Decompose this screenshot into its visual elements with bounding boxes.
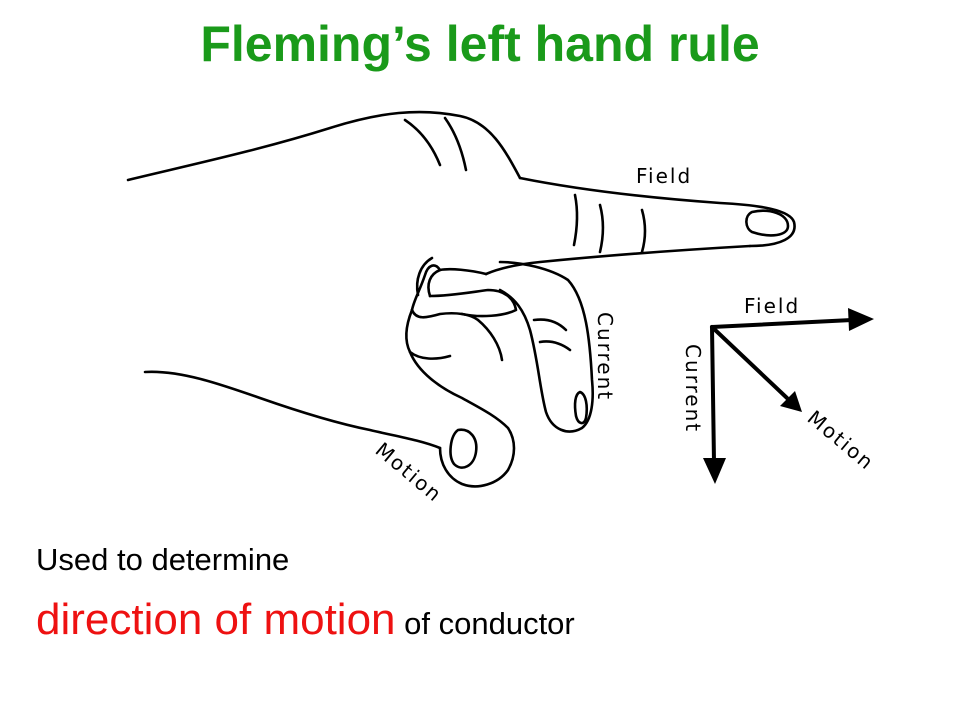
field-arrowhead-icon <box>848 308 874 331</box>
hand-illustration <box>126 110 796 488</box>
current-axis-line <box>710 325 716 464</box>
caption-line2: direction of motion of conductor <box>36 590 575 660</box>
caption-line1: Used to determine <box>36 542 290 577</box>
axes-diagram <box>703 308 874 484</box>
axes-label-current: Current <box>681 344 705 433</box>
hand-label-motion: Motion <box>371 437 448 507</box>
axes-label-field: Field <box>744 294 800 318</box>
caption-rest: of conductor <box>395 606 575 641</box>
hand-label-field: Field <box>636 164 692 188</box>
motion-arrowhead-icon <box>780 391 802 412</box>
current-arrowhead-icon <box>703 458 726 484</box>
motion-axis-line <box>710 325 789 400</box>
axes-label-motion: Motion <box>803 405 880 475</box>
slide-title: Fleming’s left hand rule <box>200 16 760 72</box>
hand-label-current: Current <box>593 312 617 401</box>
field-axis-line <box>710 318 854 329</box>
caption-emphasis: direction of motion <box>36 595 396 644</box>
